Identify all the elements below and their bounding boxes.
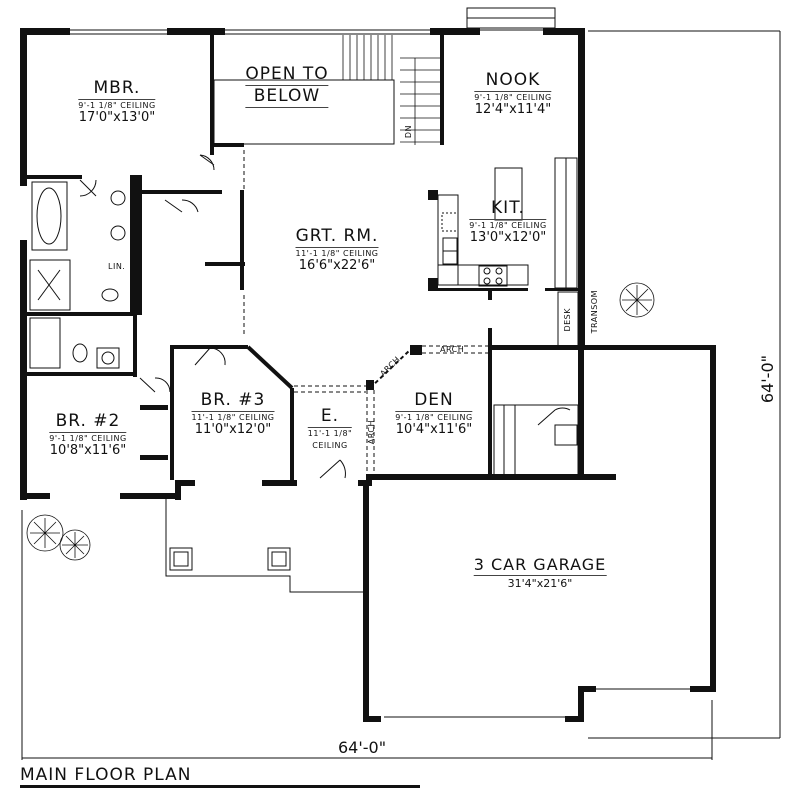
room-ceiling-line2: CEILING — [312, 441, 348, 450]
room-size: 11'0"x12'0" — [194, 422, 272, 437]
room-name: GRT. RM. — [295, 226, 379, 248]
room-size: 16'6"x22'6" — [298, 258, 376, 273]
room-great-room: GRT. RM. 11'-1 1/8" CEILING 16'6"x22'6" — [295, 226, 379, 273]
overall-depth-dimension: 64'-0" — [758, 355, 777, 404]
room-den: DEN 9'-1 1/8" CEILING 10'4"x11'6" — [395, 392, 473, 437]
arch-label-side: ARCH — [367, 420, 376, 445]
room-size: 31'4"x21'6" — [507, 577, 573, 590]
room-size: 13'0"x12'0" — [469, 230, 547, 245]
room-name: DEN — [395, 392, 473, 412]
room-nook: NOOK 9'-1 1/8" CEILING 12'4"x11'4" — [474, 72, 552, 117]
room-bedroom-3: BR. #3 11'-1 1/8" CEILING 11'0"x12'0" — [191, 392, 275, 437]
room-ceiling: 11'-1 1/8" CEILING — [191, 413, 275, 422]
room-name: MBR. — [78, 80, 156, 100]
room-ceiling: 9'-1 1/8" CEILING — [474, 93, 552, 102]
room-ceiling: 9'-1 1/8" CEILING — [49, 434, 127, 443]
linen-label: LIN. — [108, 262, 126, 271]
room-ceiling: 11'-1 1/8" CEILING — [295, 249, 379, 258]
plan-title: MAIN FLOOR PLAN — [20, 765, 192, 785]
room-bedroom-2: BR. #2 9'-1 1/8" CEILING 10'8"x11'6" — [49, 413, 127, 458]
room-ceiling: 9'-1 1/8" CEILING — [469, 221, 547, 230]
room-name-line1: OPEN TO — [245, 64, 329, 86]
room-name: 3 CAR GARAGE — [473, 555, 607, 576]
room-mbr: MBR. 9'-1 1/8" CEILING 17'0"x13'0" — [78, 80, 156, 125]
room-name: NOOK — [474, 72, 552, 92]
room-size: 17'0"x13'0" — [78, 110, 156, 125]
room-entry: E. 11'-1 1/8" CEILING — [307, 408, 353, 450]
room-name: E. — [307, 408, 353, 428]
room-size: 12'4"x11'4" — [474, 102, 552, 117]
room-size: 10'4"x11'6" — [395, 422, 473, 437]
room-size: 10'8"x11'6" — [49, 443, 127, 458]
room-ceiling: 9'-1 1/8" CEILING — [395, 413, 473, 422]
room-name: KIT. — [469, 200, 547, 220]
transom-label: TRANSOM — [590, 290, 599, 334]
room-ceiling: 9'-1 1/8" CEILING — [78, 101, 156, 110]
room-kitchen: KIT. 9'-1 1/8" CEILING 13'0"x12'0" — [469, 200, 547, 245]
room-open-to-below: OPEN TO BELOW — [245, 64, 329, 110]
title-underline — [20, 785, 420, 788]
arch-label-top: ARCH — [440, 345, 465, 354]
room-name: BR. #2 — [49, 413, 127, 433]
stair-dn-label: DN — [404, 125, 413, 139]
room-name-line2: BELOW — [245, 88, 329, 108]
desk-label: DESK — [563, 308, 572, 332]
room-garage: 3 CAR GARAGE 31'4"x21'6" — [473, 555, 607, 590]
room-ceiling-line1: 11'-1 1/8" — [307, 429, 353, 438]
overall-width-dimension: 64'-0" — [338, 738, 387, 757]
room-name: BR. #3 — [191, 392, 275, 412]
